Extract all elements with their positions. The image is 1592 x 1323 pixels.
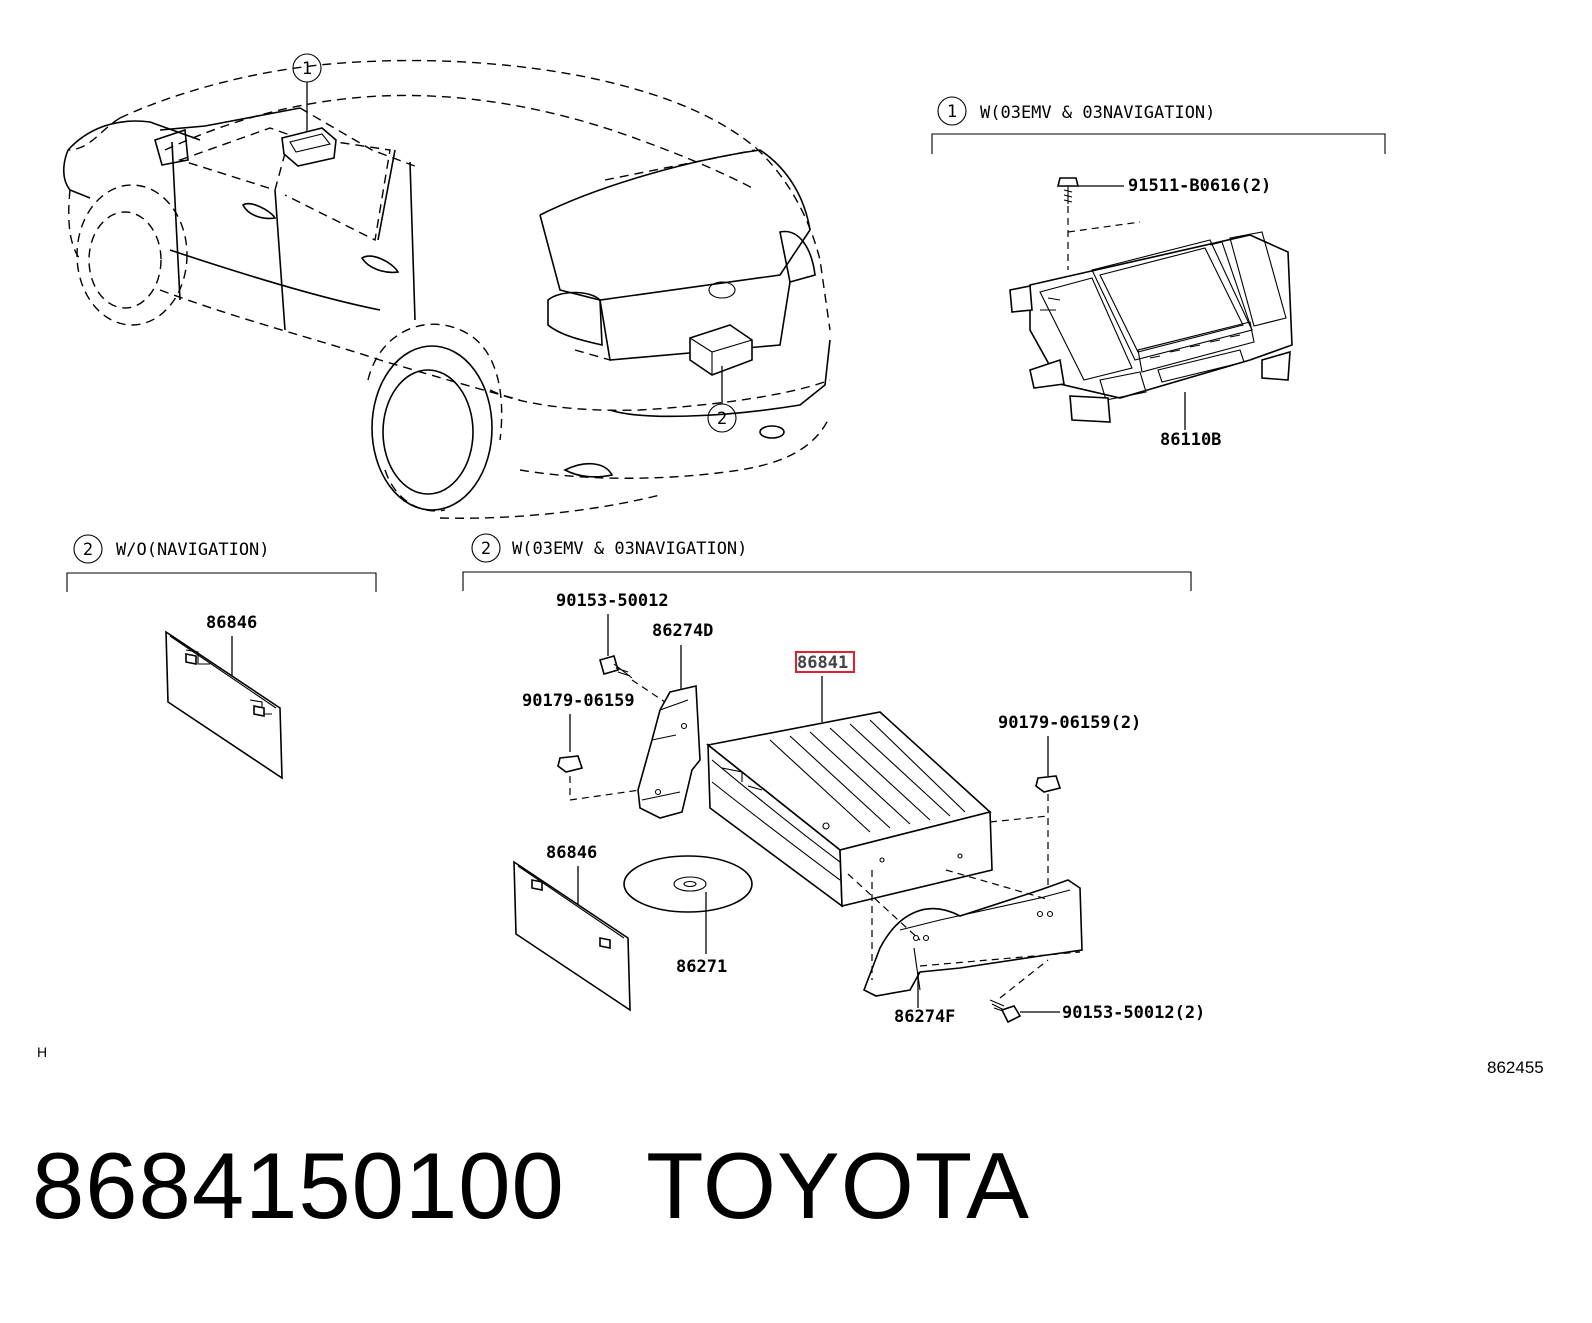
callout-1-label: 1 (302, 59, 312, 79)
footer-brand: TOYOTA (646, 1133, 1030, 1238)
part-label-nut-a: 90179-06159 (522, 691, 635, 711)
bolt-icon (599, 655, 633, 679)
part-label-cover-mid: 86846 (546, 843, 597, 863)
cover-plate-illustration (165, 630, 283, 780)
part-label-nav-unit: 86841 (797, 653, 848, 673)
section-1-title: W(03EMV & 03NAVIGATION) (980, 103, 1215, 123)
corner-mark: H (37, 1044, 48, 1060)
footer-part-number: 8684150100 (32, 1133, 565, 1238)
highlight-box (795, 651, 855, 673)
part-label-bracket-f: 86274F (894, 1007, 955, 1027)
part-label-bolt-a: 90153-50012 (556, 591, 669, 611)
part-label-bolt-b: 90153-50012(2) (1062, 1003, 1205, 1023)
footer-title: 8684150100 TOYOTA (32, 1132, 1030, 1240)
callout-2-car: 2 (707, 366, 737, 433)
nut-b-icon (1035, 775, 1062, 793)
screw-icon (1056, 177, 1080, 204)
section-with-nav: 2 W(03EMV & 03NAVIGATION) 90153-50012 86… (462, 533, 1205, 1027)
disc-icon (623, 855, 753, 913)
part-label-display: 86110B (1160, 430, 1221, 450)
display-unit-illustration (1009, 231, 1293, 423)
bracket-f-illustration (862, 879, 1083, 997)
part-label-bracket-d: 86274D (652, 621, 713, 641)
section-2b-title: W(03EMV & 03NAVIGATION) (512, 539, 747, 559)
vehicle-illustration (62, 59, 831, 519)
callout-1-car: 1 (292, 53, 322, 132)
cover-mid-illustration (513, 860, 631, 1012)
nut-icon (557, 755, 584, 773)
part-label-screw-top: 91511-B0616(2) (1128, 176, 1271, 196)
section-without-nav: 2 W/O(NAVIGATION) 86846 (66, 534, 377, 780)
part-label-disc: 86271 (676, 957, 727, 977)
bracket-d-illustration (637, 685, 701, 819)
part-label-cover-left: 86846 (206, 613, 257, 633)
part-label-nut-b: 90179-06159(2) (998, 713, 1141, 733)
callout-2-label: 2 (717, 409, 727, 429)
nav-unit-illustration (706, 711, 993, 908)
section-2a-num: 2 (83, 540, 93, 560)
diagram-code: 862455 (1487, 1058, 1544, 1077)
section-nav-display: 1 W(03EMV & 03NAVIGATION) 91511-B0616(2) (931, 96, 1386, 450)
section-2a-title: W/O(NAVIGATION) (116, 540, 270, 560)
section-1-num: 1 (947, 102, 957, 122)
section-2b-num: 2 (481, 539, 491, 559)
bolt-b-icon (989, 999, 1022, 1024)
